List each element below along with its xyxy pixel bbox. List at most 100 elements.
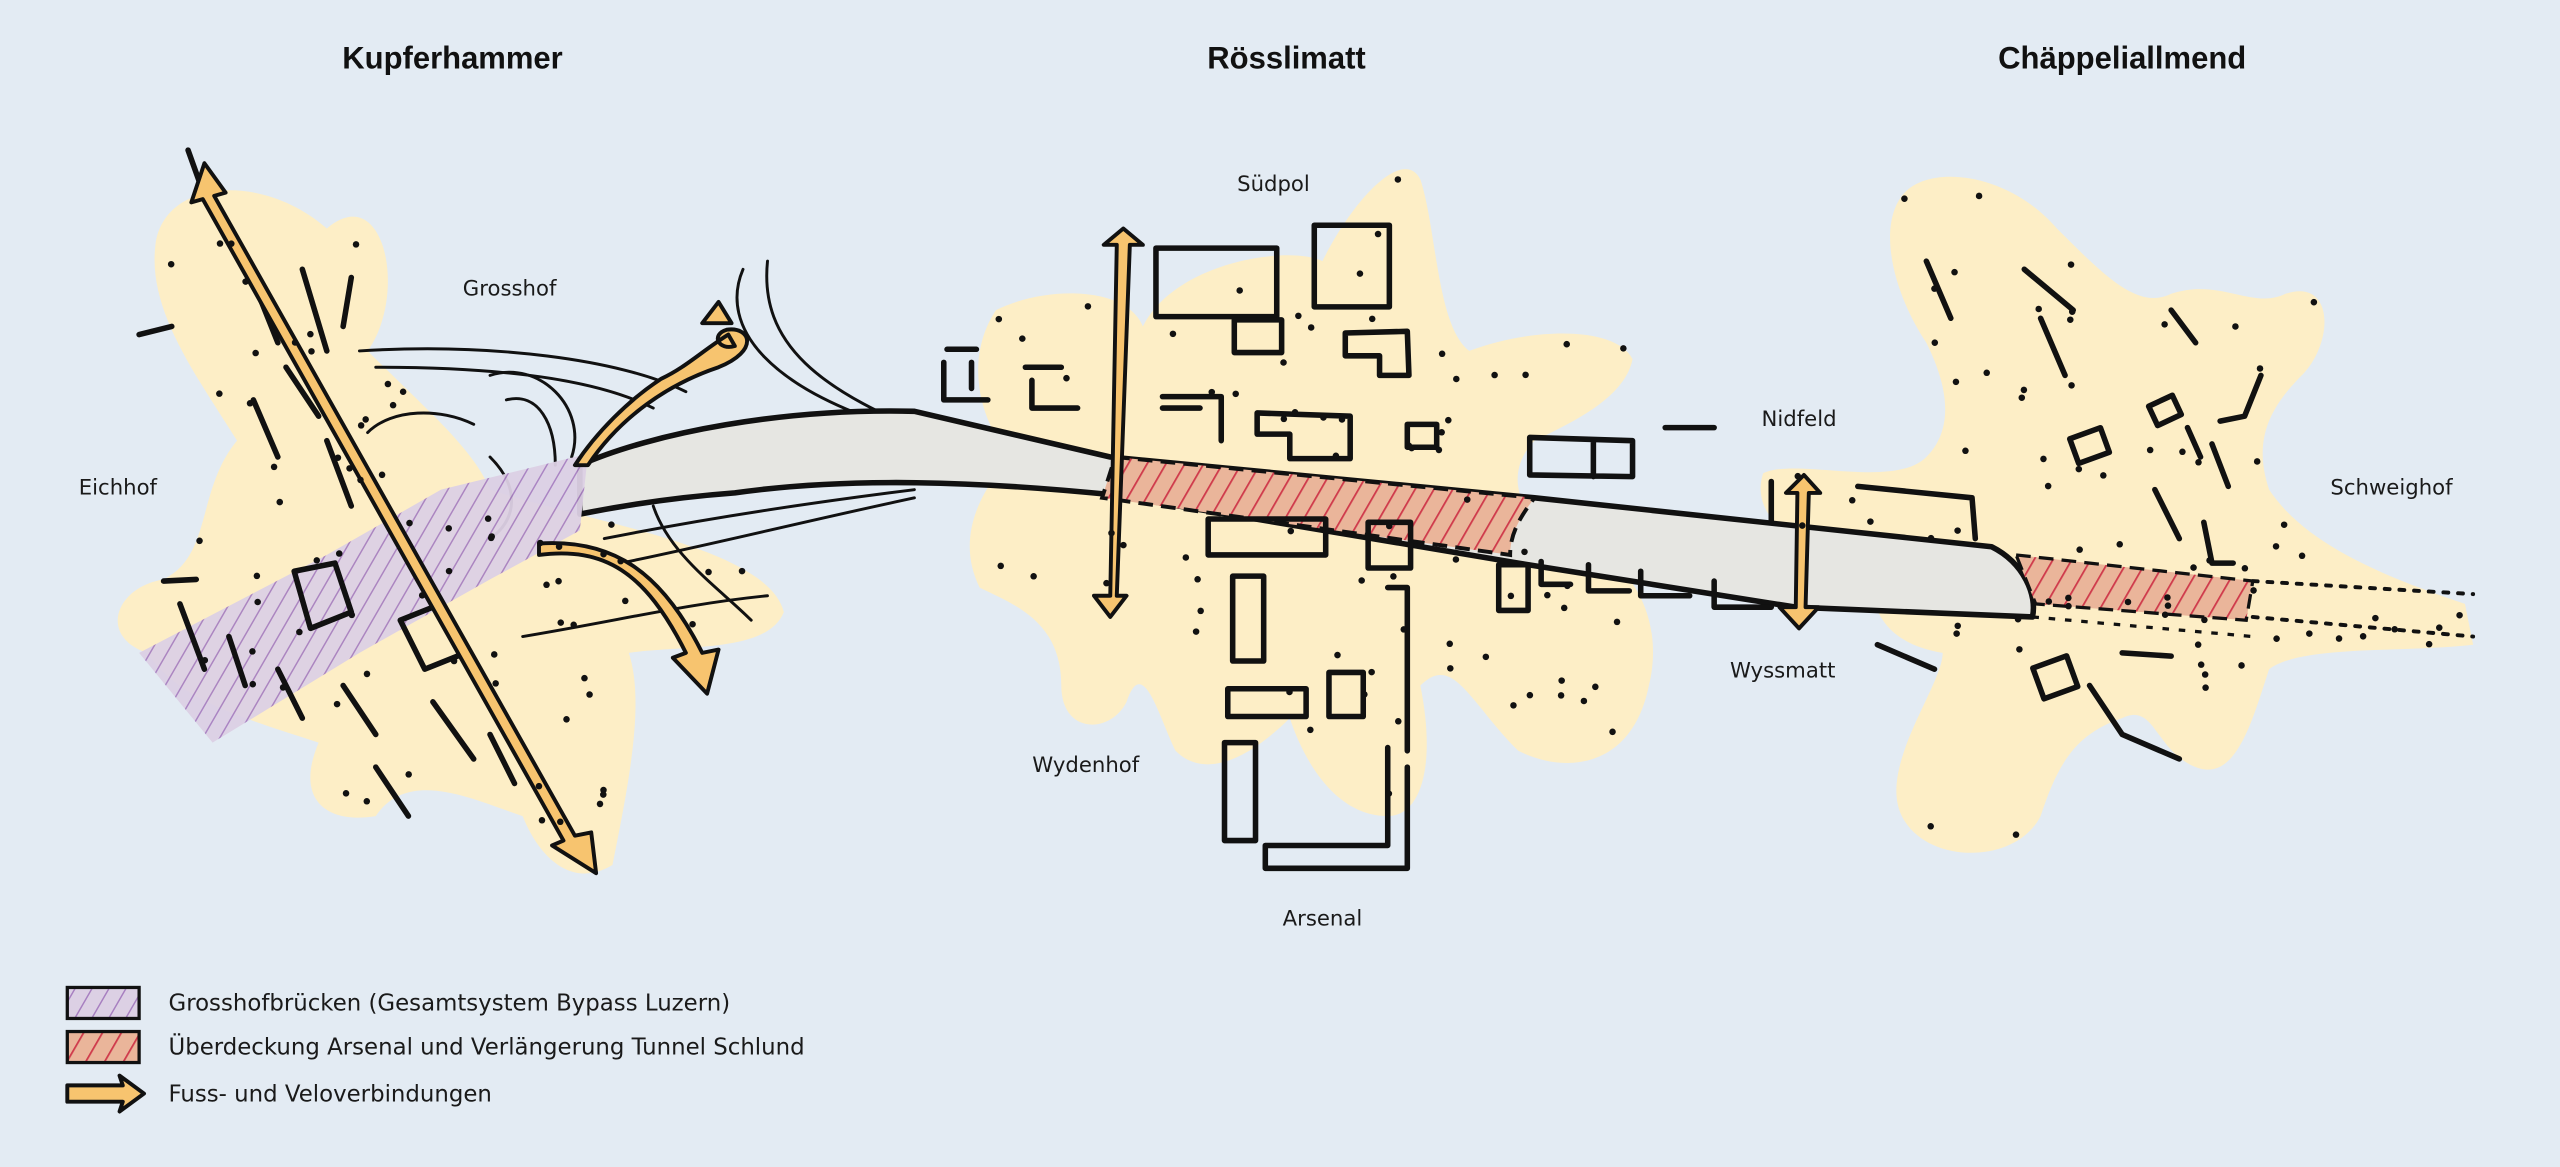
- settlement-dot: [563, 716, 570, 723]
- settlement-dot: [2040, 455, 2047, 463]
- settlement-dot: [1510, 702, 1517, 709]
- settlement-dot: [581, 674, 588, 682]
- settlement-dot: [1182, 554, 1190, 561]
- legend-label: Grosshofbrücken (Gesamtsystem Bypass Luz…: [168, 990, 730, 1016]
- settlement-dot: [2298, 552, 2306, 560]
- settlement-dot: [2044, 482, 2052, 490]
- settlement-dot: [1794, 472, 1802, 480]
- settlement-dot: [2164, 602, 2172, 609]
- settlement-dot: [346, 465, 353, 472]
- settlement-dot: [2232, 323, 2239, 330]
- settlement-dot: [1438, 429, 1445, 436]
- settlement-dot: [2124, 598, 2132, 606]
- settlement-dot: [254, 598, 261, 606]
- settlement-dot: [1463, 496, 1471, 503]
- settlement-dot: [1358, 577, 1365, 584]
- settlement-dot: [1169, 330, 1177, 338]
- settlement-dot: [2012, 831, 2020, 838]
- settlement-dot: [2076, 546, 2083, 553]
- settlement-dot: [1394, 176, 1402, 183]
- settlement-dot: [2436, 624, 2443, 631]
- settlement-dot: [586, 691, 593, 698]
- settlement-dot: [2045, 598, 2053, 605]
- settlement-dot: [1295, 312, 1302, 320]
- settlement-dot: [242, 278, 249, 285]
- settlement-dot: [1320, 414, 1327, 421]
- settlement-dot: [252, 349, 259, 357]
- settlement-dot: [1445, 416, 1452, 424]
- settlement-dot: [555, 543, 563, 550]
- settlement-dot: [296, 628, 303, 636]
- settlement-dot: [1108, 529, 1115, 537]
- settlement-dot: [352, 241, 360, 248]
- settlement-dot: [363, 670, 371, 678]
- settlement-dot: [2065, 602, 2072, 610]
- ueberdeckung-arsenal-area: [1099, 454, 1539, 558]
- settlement-dot: [450, 657, 458, 665]
- settlement-dot: [1395, 718, 1402, 725]
- settlement-dot: [689, 620, 696, 628]
- settlement-dot: [484, 515, 492, 522]
- settlement-dot: [608, 521, 615, 528]
- settlement-dot: [1931, 339, 1939, 346]
- settlement-dot: [167, 260, 175, 268]
- settlement-dot: [2273, 635, 2280, 642]
- settlement-dot: [2016, 646, 2023, 653]
- settlement-dot: [276, 498, 284, 506]
- settlement-dot: [1564, 582, 1571, 590]
- settlement-dot: [2391, 626, 2398, 633]
- place-label-grosshof: Grosshof: [463, 276, 557, 301]
- settlement-dot: [1197, 607, 1204, 615]
- settlement-dot: [1609, 728, 1616, 736]
- settlement-dot: [1435, 446, 1443, 454]
- red-hatch-swatch: [65, 1029, 141, 1065]
- settlement-dot: [1236, 287, 1243, 294]
- settlement-dot: [543, 581, 550, 589]
- settlement-dot: [1280, 415, 1288, 423]
- settlement-dot: [1799, 522, 1806, 529]
- arrow-roesslimatt-north-south: [1091, 226, 1145, 619]
- settlement-dot: [253, 572, 261, 580]
- settlement-dot: [1927, 534, 1935, 542]
- settlement-dot: [362, 416, 369, 423]
- settlement-dot: [246, 399, 254, 407]
- settlement-dot: [600, 550, 607, 558]
- settlement-dot: [2241, 564, 2249, 572]
- settlement-dot: [1592, 683, 1599, 691]
- settlement-dot: [1232, 390, 1239, 398]
- settlement-dot: [389, 401, 397, 409]
- settlement-dot: [333, 700, 341, 708]
- settlement-dot: [2164, 594, 2171, 601]
- place-label-nidfeld: Nidfeld: [1761, 407, 1836, 432]
- settlement-dot: [622, 597, 629, 605]
- settlement-dot: [445, 525, 453, 532]
- settlement-dot: [2035, 305, 2042, 313]
- legend-label: Überdeckung Arsenal und Verlängerung Tun…: [168, 1032, 804, 1060]
- settlement-dot: [1374, 230, 1382, 238]
- settlement-dot: [2256, 365, 2264, 372]
- settlement-dot: [2359, 633, 2367, 640]
- district-title-chaeppeliallmend: Chäppeliallmend: [1998, 41, 2246, 76]
- settlement-dot: [2272, 543, 2280, 550]
- settlement-dot: [216, 390, 223, 397]
- place-label-wydenhof: Wydenhof: [1032, 753, 1139, 778]
- settlement-dot: [2425, 640, 2433, 648]
- settlement-dot: [335, 550, 343, 557]
- settlement-dot: [1526, 691, 1534, 699]
- settlement-dot: [249, 680, 257, 688]
- settlement-dot: [995, 315, 1003, 323]
- buildings: [136, 147, 2264, 872]
- settlement-dot: [2065, 594, 2072, 602]
- settlement-dot: [291, 339, 299, 346]
- arrow-grosshof-curl: [572, 299, 750, 468]
- settlement-dot: [2335, 635, 2343, 642]
- settlement-dot: [2068, 382, 2075, 389]
- settlement-dot: [555, 577, 562, 585]
- settlement-dot: [1983, 369, 1990, 377]
- settlement-dot: [445, 567, 453, 575]
- settlement-dot: [1334, 651, 1341, 659]
- settlement-dot: [1368, 668, 1375, 676]
- settlement-dot: [1560, 604, 1568, 612]
- settlement-dot: [1954, 527, 1961, 534]
- settlement-dot: [997, 562, 1005, 570]
